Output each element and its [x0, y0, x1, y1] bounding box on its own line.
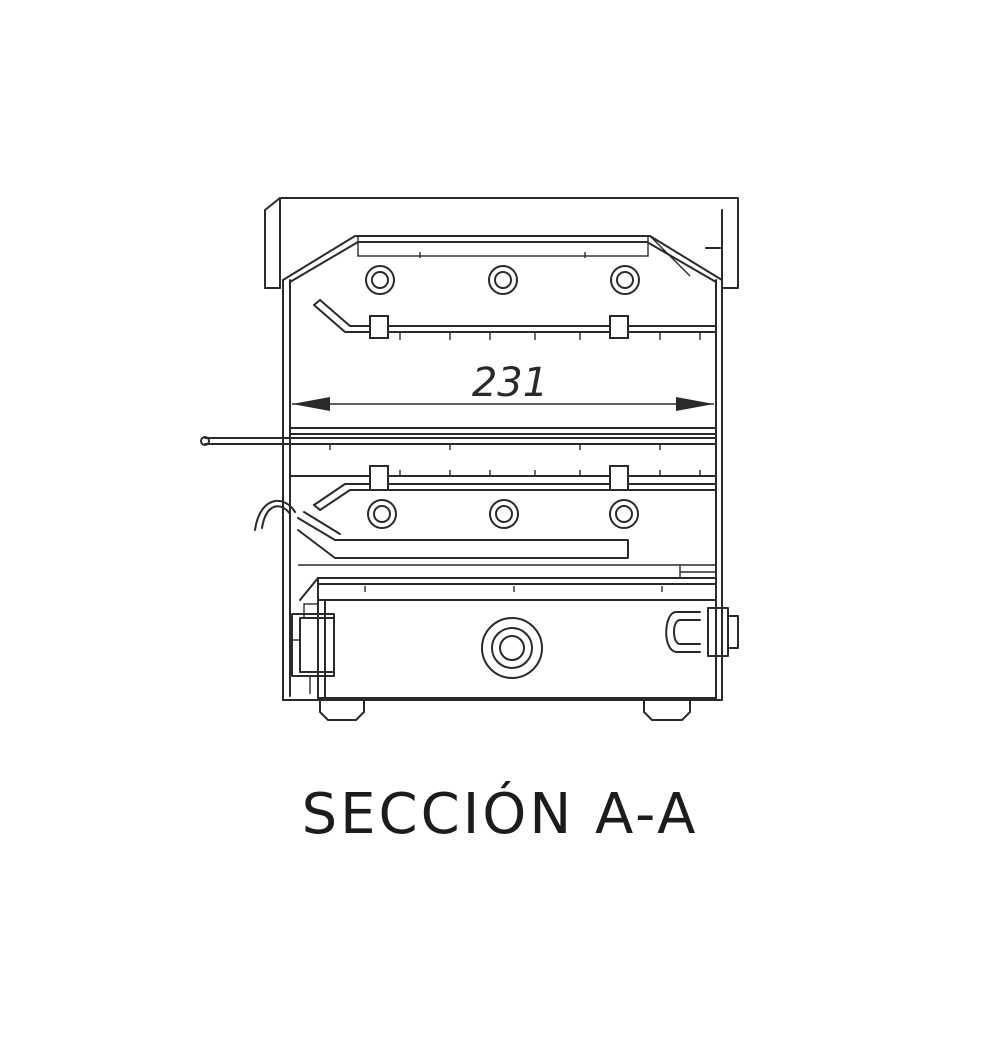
right-foot: [643, 699, 691, 721]
dimension-arrow-right: [676, 397, 714, 411]
lower-burner-holes: [367, 499, 639, 529]
left-foot: [319, 699, 365, 721]
right-connector: [665, 607, 739, 664]
upper-grill-rack: [313, 299, 717, 340]
width-dimension: 231: [292, 360, 714, 411]
control-knob: [481, 617, 543, 679]
dimension-value: 231: [472, 360, 548, 406]
side-wire-hook: [254, 499, 296, 531]
base-housing: [299, 565, 717, 699]
upper-burner-holes: [365, 265, 640, 295]
drip-tray: [297, 511, 716, 566]
middle-tray: [200, 427, 717, 450]
dimension-arrow-left: [292, 397, 330, 411]
section-caption: SECCIÓN A-A: [301, 782, 699, 847]
left-switch-component: [291, 603, 335, 694]
feet: [319, 699, 691, 721]
lower-grill-rack: [289, 465, 717, 511]
upper-element-assembly: [282, 235, 723, 283]
